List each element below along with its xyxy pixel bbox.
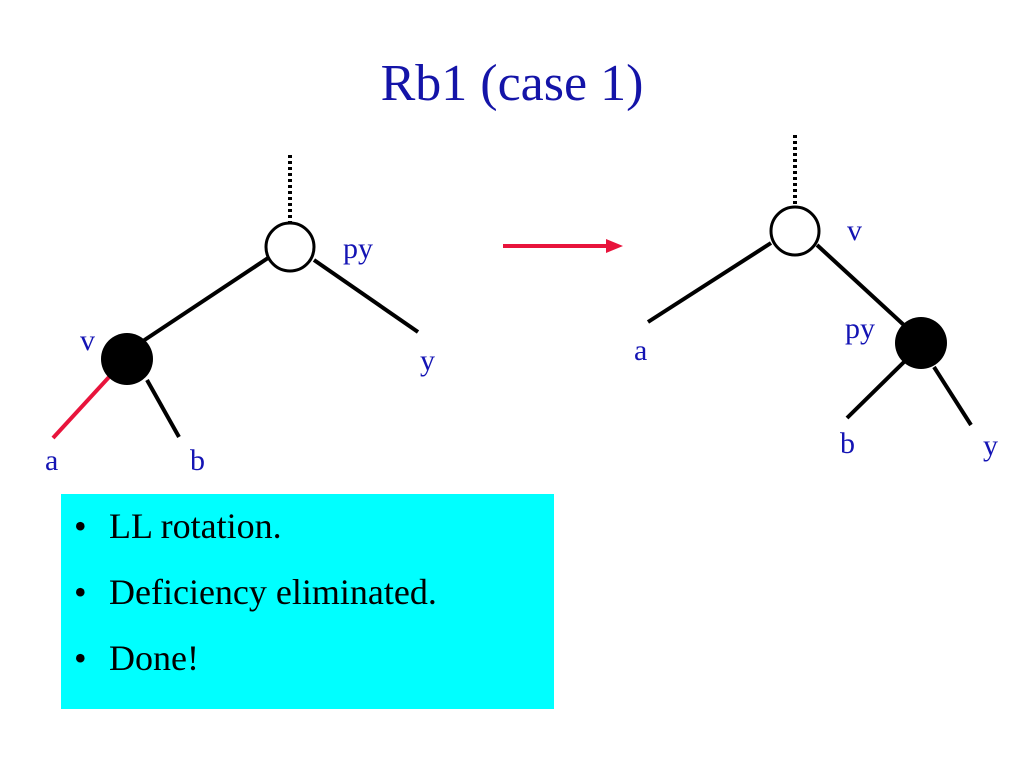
after-label-py: py (845, 312, 875, 345)
note-text: Deficiency eliminated. (109, 572, 437, 612)
after-tree: v py a b y (634, 135, 998, 462)
before-edge-v-to-b (145, 379, 181, 438)
before-node-v (101, 333, 153, 385)
note-item: • Done! (61, 640, 554, 678)
after-label-b: b (840, 427, 855, 460)
before-edge-v-to-a (51, 374, 112, 440)
notes-list: • LL rotation. • Deficiency eliminated. • D… (61, 494, 554, 678)
before-tree: py v a b y (45, 155, 435, 477)
note-text: LL rotation. (109, 506, 282, 546)
bullet-icon: • (74, 638, 87, 678)
slide-title: Rb1 (case 1) (380, 55, 644, 112)
after-label-y: y (983, 429, 998, 462)
note-text: Done! (109, 638, 199, 678)
after-edge-py-to-b (845, 360, 906, 420)
before-node-py (264, 221, 316, 273)
before-label-y: y (420, 344, 435, 377)
after-node-py (895, 317, 947, 369)
after-node-v (769, 205, 821, 257)
bullet-icon: • (74, 572, 87, 612)
note-item: • Deficiency eliminated. (61, 574, 554, 612)
before-label-v: v (80, 324, 95, 357)
after-label-a: a (634, 334, 647, 367)
after-edge-root-to-a (646, 241, 773, 324)
after-label-v: v (847, 214, 862, 247)
before-label-a: a (45, 444, 58, 477)
after-edge-root-to-py (815, 243, 908, 329)
transform-arrow (503, 239, 623, 253)
before-edge-root-to-y (312, 258, 420, 334)
before-label-py: py (343, 232, 373, 265)
notes-box: • LL rotation. • Deficiency eliminated. • D… (61, 494, 554, 709)
before-label-b: b (190, 444, 205, 477)
bullet-icon: • (74, 506, 87, 546)
after-edge-py-to-y (932, 365, 973, 427)
before-edge-root-to-v (138, 256, 270, 345)
note-item: • LL rotation. (61, 508, 554, 546)
